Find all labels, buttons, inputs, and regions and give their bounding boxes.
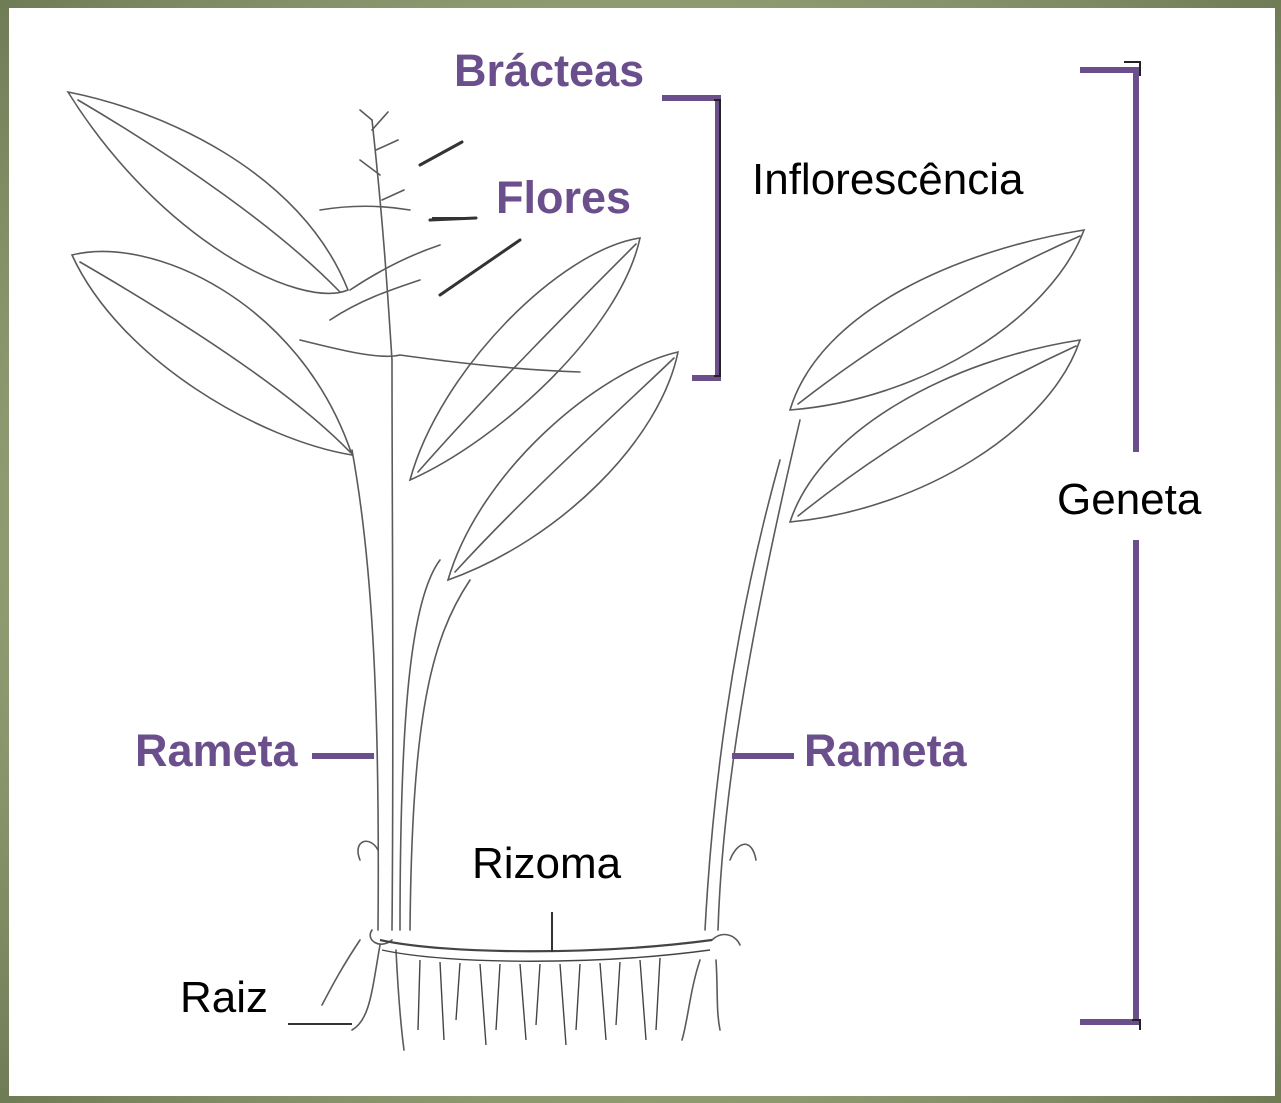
label-rameta-right: Rameta — [804, 728, 967, 773]
label-geneta: Geneta — [1057, 478, 1201, 522]
label-bracteas: Brácteas — [454, 48, 644, 93]
label-rizoma: Rizoma — [472, 842, 621, 886]
rhizome-and-roots — [380, 940, 712, 1045]
label-flores: Flores — [496, 175, 631, 220]
geneta-bracket — [1080, 62, 1140, 1030]
left-plant — [68, 92, 678, 1050]
label-raiz: Raiz — [180, 976, 268, 1020]
label-rameta-left: Rameta — [135, 728, 298, 773]
label-inflorescencia: Inflorescência — [752, 158, 1023, 202]
inflorescencia-bracket — [662, 98, 720, 378]
right-plant — [682, 230, 1084, 1040]
